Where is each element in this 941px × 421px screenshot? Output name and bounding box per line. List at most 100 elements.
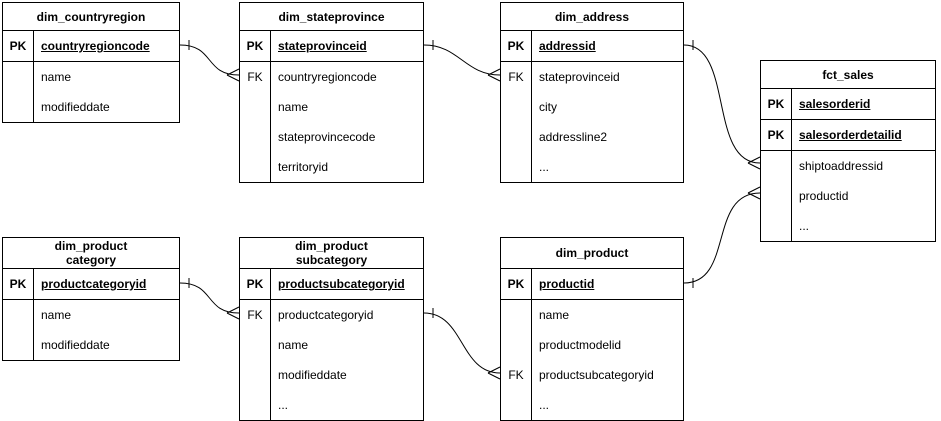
key-cell	[240, 330, 271, 360]
table-row[interactable]: productmodelid	[501, 330, 683, 360]
key-cell	[501, 300, 532, 330]
field-name: name	[278, 338, 309, 352]
table-row[interactable]: ...	[501, 152, 683, 182]
key-cell: PK	[3, 269, 34, 299]
key-cell	[3, 300, 34, 330]
table-row[interactable]: ...	[761, 211, 935, 241]
key-cell	[501, 152, 532, 182]
table-row[interactable]: stateprovincecode	[240, 122, 423, 152]
key-cell	[3, 92, 34, 122]
table-row[interactable]: name	[3, 62, 179, 92]
key-cell: PK	[240, 269, 271, 299]
table-row[interactable]: FK productcategoryid	[240, 300, 423, 330]
field-name: city	[539, 100, 557, 114]
field-name: name	[539, 308, 570, 322]
key-cell	[240, 390, 271, 420]
table-row[interactable]: modifieddate	[240, 360, 423, 390]
key-cell: PK	[761, 89, 792, 119]
relationship-connector-product-fctsales[interactable]	[683, 186, 761, 288]
field-name: countryregioncode	[278, 70, 377, 84]
table-row[interactable]: FK countryregioncode	[240, 62, 423, 92]
key-cell	[501, 92, 532, 122]
key-cell	[3, 62, 34, 92]
field-name: salesorderdetailid	[799, 128, 902, 142]
field-name: modifieddate	[41, 338, 110, 352]
table-row[interactable]: modifieddate	[3, 92, 179, 122]
field-name: stateprovinceid	[539, 70, 620, 84]
relationship-connector-countryregion-stateprovince[interactable]	[179, 40, 240, 82]
table-title: dim_countryregion	[3, 3, 179, 31]
key-cell: FK	[240, 300, 271, 330]
field-name: shiptoaddressid	[799, 159, 884, 173]
table-row[interactable]: modifieddate	[3, 330, 179, 360]
field-name: ...	[278, 398, 289, 412]
field-name: ...	[539, 398, 550, 412]
table-row[interactable]: territoryid	[240, 152, 423, 182]
table-row[interactable]: ...	[501, 390, 683, 420]
key-cell: PK	[240, 31, 271, 61]
field-name: productmodelid	[539, 338, 622, 352]
field-name: modifieddate	[278, 368, 347, 382]
table-row[interactable]: name	[240, 330, 423, 360]
table-row[interactable]: name	[3, 300, 179, 330]
crow-foot	[487, 68, 501, 82]
table-title: dim_product	[501, 238, 683, 269]
table-row[interactable]: ...	[240, 390, 423, 420]
field-name: ...	[539, 160, 550, 174]
crow-foot	[487, 366, 501, 380]
field-name: productcategoryid	[41, 277, 147, 291]
field-name: name	[278, 100, 309, 114]
table-rows: PK productcategoryid name modifieddate	[3, 269, 179, 360]
table-row[interactable]: shiptoaddressid	[761, 151, 935, 181]
field-name: modifieddate	[41, 100, 110, 114]
key-cell	[761, 181, 792, 211]
key-cell: FK	[240, 62, 271, 92]
relationship-connector-category-subcategory[interactable]	[179, 278, 240, 320]
relationship-connector-address-fctsales[interactable]	[683, 40, 761, 170]
key-cell: PK	[501, 269, 532, 299]
key-cell	[240, 122, 271, 152]
field-name: productcategoryid	[278, 308, 374, 322]
table-row[interactable]: PK stateprovinceid	[240, 31, 423, 62]
field-name: stateprovinceid	[278, 39, 367, 53]
table-row[interactable]: PK productcategoryid	[3, 269, 179, 300]
key-cell: FK	[501, 360, 532, 390]
key-cell	[240, 92, 271, 122]
field-name: salesorderid	[799, 97, 871, 111]
crow-foot	[226, 306, 240, 320]
table-row[interactable]: productid	[761, 181, 935, 211]
key-cell	[761, 151, 792, 181]
field-name: stateprovincecode	[278, 130, 376, 144]
table-row[interactable]: city	[501, 92, 683, 122]
table-row[interactable]: PK salesorderid	[761, 89, 935, 120]
relationship-connector-subcategory-product[interactable]	[423, 308, 501, 380]
table-row[interactable]: name	[240, 92, 423, 122]
crow-foot	[226, 68, 240, 82]
table-row[interactable]: addressline2	[501, 122, 683, 152]
table-row[interactable]: name	[501, 300, 683, 330]
field-name: addressid	[539, 39, 596, 53]
relationship-connector-stateprovince-address[interactable]	[423, 40, 501, 82]
